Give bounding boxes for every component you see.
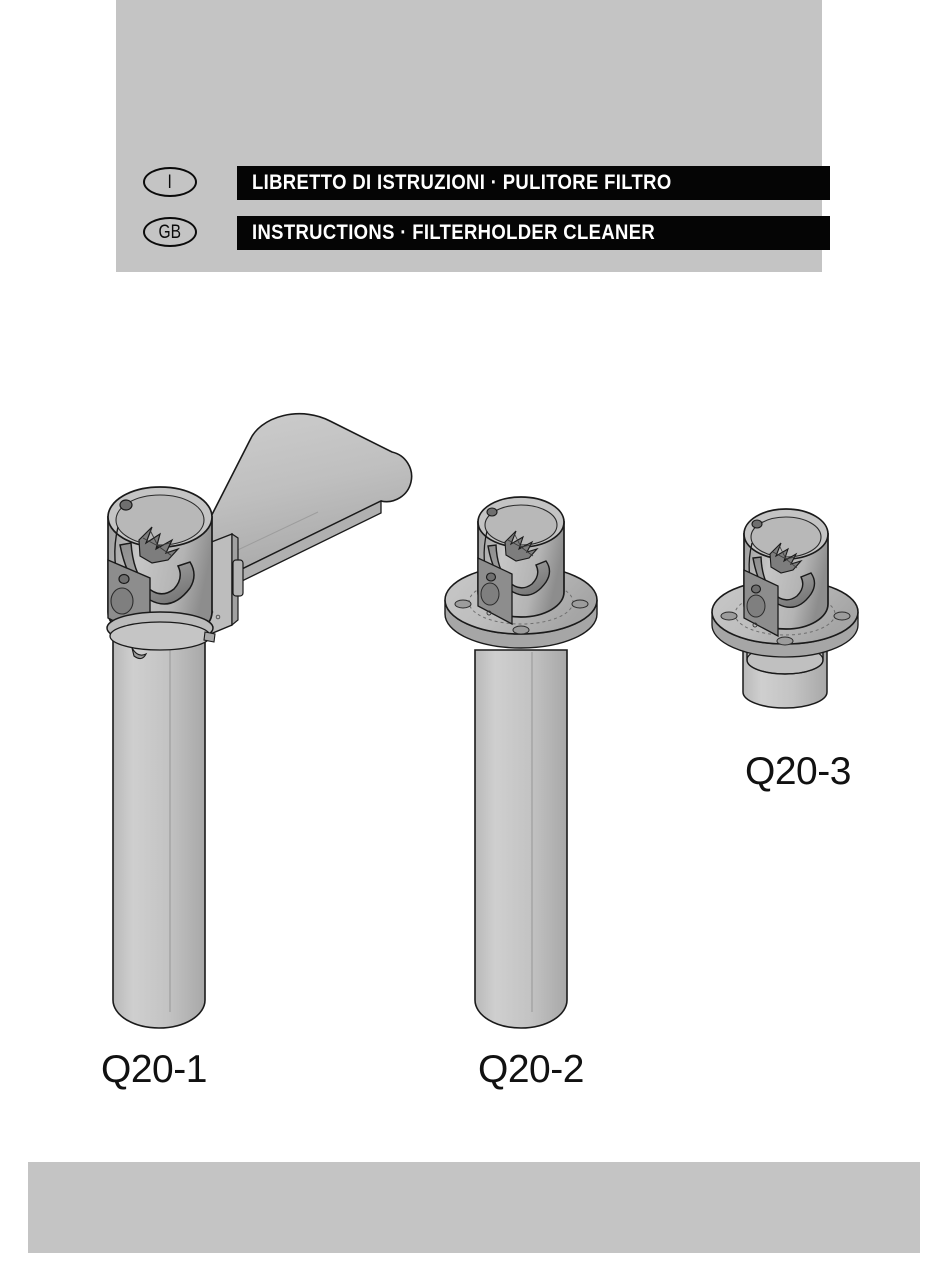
figure-caption-q20-3: Q20-3	[745, 750, 851, 793]
q20-2-side-pivot	[485, 572, 497, 582]
q20-2-flange-bolt-left	[454, 599, 472, 609]
q20-3-flange-bolt-right	[833, 611, 851, 621]
language-badge-gb: GB	[143, 217, 197, 247]
figure-q20-2	[444, 496, 598, 1029]
q20-3-guard-rib	[748, 542, 756, 599]
q20-3-flange-inner-circle	[734, 592, 836, 636]
q20-1-front-block	[107, 558, 151, 642]
q20-1-front-port	[110, 587, 134, 615]
q20-1-spray-star	[138, 526, 180, 564]
language-row-english: GB INSTRUCTIONS · FILTERHOLDER CLEANER	[143, 216, 830, 250]
q20-2-front-block	[477, 556, 513, 626]
q20-1-front-screw	[116, 621, 122, 627]
q20-1-bracket	[195, 532, 244, 642]
q20-2-flange-bolt-front	[512, 625, 530, 635]
q20-3-flange-bolt-left	[720, 611, 738, 621]
q20-3-guard-arm	[752, 556, 816, 608]
q20-2-head-top-rim	[477, 496, 565, 548]
q20-3-head-top-rim	[743, 508, 829, 560]
q20-3-base-upper	[746, 631, 824, 675]
figure-caption-q20-2: Q20-2	[478, 1048, 584, 1091]
q20-2-column-body	[474, 649, 568, 1029]
q20-3-front-screw	[752, 622, 758, 628]
q20-2-head	[477, 496, 565, 626]
q20-3-head-body	[743, 533, 829, 630]
title-text-english: INSTRUCTIONS · FILTERHOLDER CLEANER	[251, 221, 656, 244]
figure-q20-3	[711, 508, 859, 709]
q20-2-head-inner-rim	[484, 504, 558, 546]
q20-1-bracket-tab	[232, 559, 244, 597]
q20-1-bracket-face	[195, 532, 233, 642]
q20-2-top-knob	[486, 507, 498, 517]
title-bar-italian: LIBRETTO DI ISTRUZIONI · PULITORE FILTRO	[237, 166, 830, 200]
language-title-rows: I LIBRETTO DI ISTRUZIONI · PULITORE FILT…	[143, 166, 830, 266]
q20-3-top-knob	[751, 519, 763, 529]
q20-1-bracket-side	[231, 532, 239, 627]
q20-3-front-block	[743, 568, 779, 638]
language-badge-gb-label: GB	[158, 221, 182, 243]
q20-1-head-top-rim	[107, 486, 213, 548]
q20-1-column	[112, 639, 206, 1029]
q20-1-drip-tray	[194, 412, 413, 584]
language-row-italian: I LIBRETTO DI ISTRUZIONI · PULITORE FILT…	[143, 166, 830, 200]
q20-1-bracket-hole-b	[215, 614, 221, 620]
q20-1-base-ring	[109, 621, 211, 651]
q20-2-column	[474, 649, 568, 1029]
q20-3-flange-plate	[711, 579, 859, 645]
q20-1-guard-arm	[119, 542, 195, 605]
language-badge-it-label: I	[167, 171, 173, 193]
q20-1-spray-ribs	[142, 529, 173, 557]
q20-2-guard-arm	[487, 544, 551, 596]
q20-1-tray-top	[194, 412, 413, 571]
q20-3-flange	[711, 579, 859, 658]
q20-1-tray-edge	[239, 499, 382, 584]
q20-2-flange-inner-circle	[468, 579, 574, 625]
q20-2-spray-ribs	[507, 532, 534, 557]
q20-1-bracket-hole-a	[208, 609, 214, 615]
title-bar-english: INSTRUCTIONS · FILTERHOLDER CLEANER	[237, 216, 830, 250]
q20-3-flange-edge	[711, 611, 859, 658]
q20-3-base-seam	[746, 645, 824, 675]
q20-3-head-inner-rim	[750, 516, 822, 558]
q20-1-head-body	[107, 516, 213, 643]
q20-3-base-lower	[742, 647, 828, 709]
figure-q20-1	[106, 412, 413, 1029]
q20-1-side-pivot	[118, 573, 130, 585]
figure-caption-q20-1: Q20-1	[101, 1048, 207, 1091]
q20-3-side-pivot	[750, 584, 762, 594]
q20-3-flange-bolt-front	[776, 636, 794, 646]
q20-1-head-inner-rim	[115, 494, 205, 546]
q20-2-flange-bolt-right	[571, 599, 589, 609]
q20-2-head-body	[477, 521, 565, 618]
q20-2-flange-plate	[444, 565, 598, 635]
q20-1-top-knob	[119, 499, 133, 511]
q20-3-front-port	[746, 594, 766, 618]
q20-2-flange-edge	[444, 599, 598, 649]
q20-2-flange	[444, 565, 598, 649]
q20-3-spray-ribs	[772, 544, 798, 569]
q20-1-base-lug	[203, 631, 216, 643]
q20-3-spray-star	[769, 542, 803, 574]
q20-2-front-screw	[486, 610, 492, 616]
q20-3-base-cylinder	[742, 631, 828, 709]
header-panel: I LIBRETTO DI ISTRUZIONI · PULITORE FILT…	[116, 0, 830, 272]
q20-1-guard-rib	[114, 526, 123, 593]
q20-1-base-collar	[106, 611, 214, 645]
q20-3-head	[743, 508, 829, 638]
q20-1-head	[106, 486, 216, 660]
language-badge-it: I	[143, 167, 197, 197]
q20-1-drain-clip	[131, 647, 148, 660]
q20-1-tray-crease	[224, 511, 319, 557]
title-text-italian: LIBRETTO DI ISTRUZIONI · PULITORE FILTRO	[251, 171, 672, 194]
q20-2-spray-star	[504, 530, 539, 562]
q20-2-front-port	[480, 582, 500, 606]
footer-strip	[28, 1162, 920, 1253]
q20-1-column-body	[112, 639, 206, 1029]
q20-2-guard-rib	[483, 530, 491, 587]
